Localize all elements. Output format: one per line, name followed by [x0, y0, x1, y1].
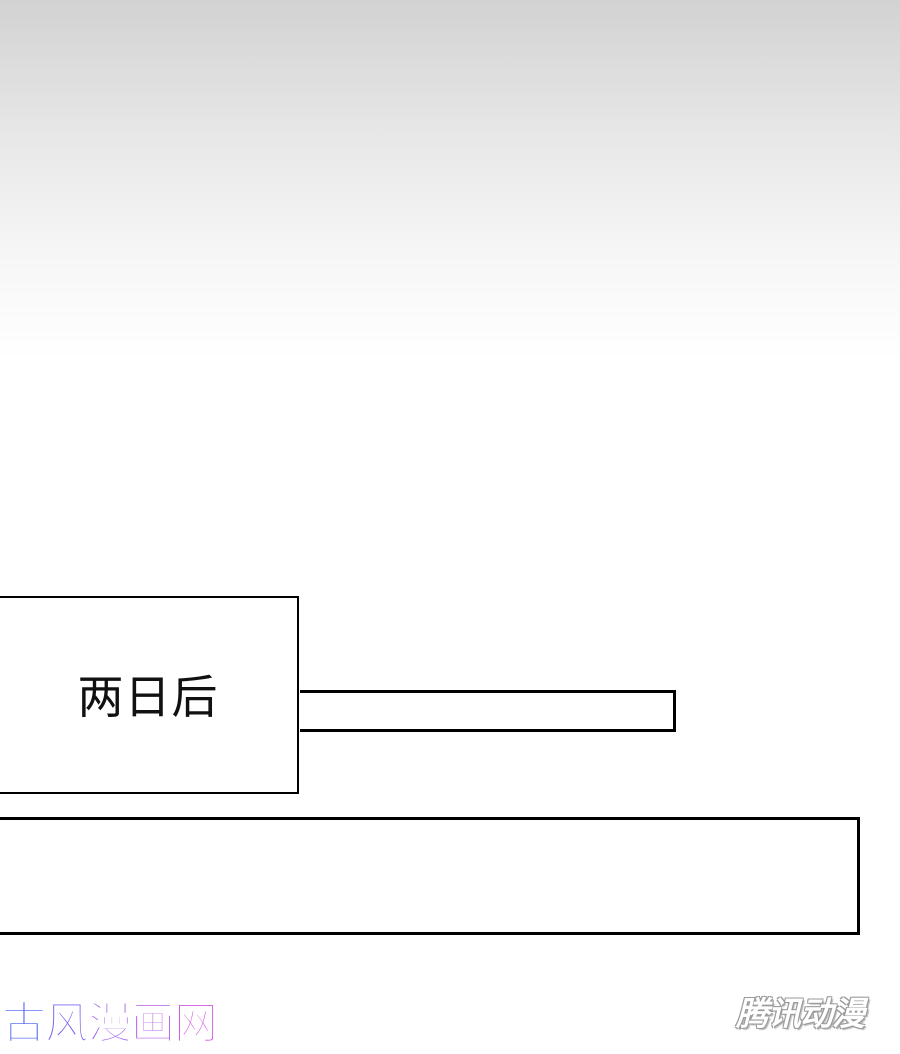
publisher-logo-watermark: 腾讯动漫: [736, 994, 865, 1033]
logo-char: 漫: [88, 998, 133, 1050]
sky-gradient-background: [0, 0, 900, 360]
site-logo-watermark: 古风漫画网: [2, 994, 219, 1054]
logo-char: 风: [45, 998, 90, 1050]
logo-char: 网: [174, 998, 219, 1050]
logo-char: 古: [2, 998, 47, 1050]
wide-panel-frame: [0, 817, 860, 935]
caption-text: 两日后: [77, 670, 219, 724]
caption-box: 两日后: [0, 596, 299, 794]
logo-char: 画: [131, 998, 176, 1050]
thin-panel-frame: [300, 690, 676, 732]
